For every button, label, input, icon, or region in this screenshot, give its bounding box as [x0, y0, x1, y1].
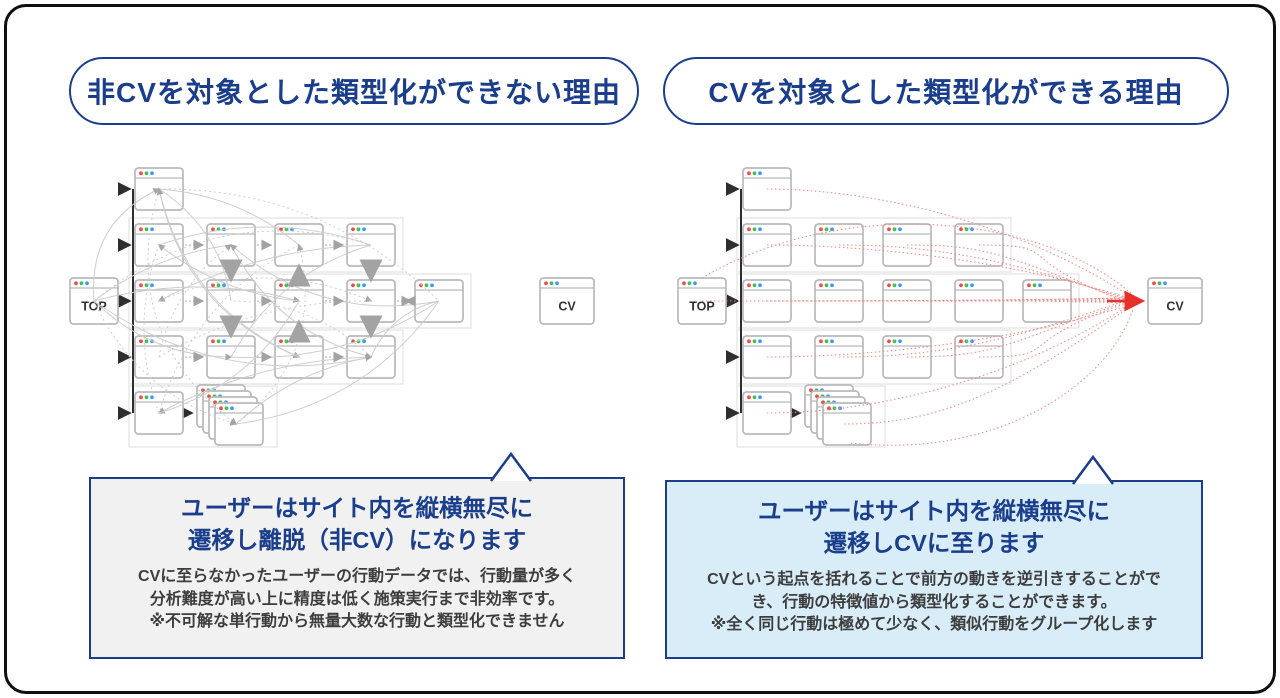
right-callout-pointer	[1071, 454, 1115, 485]
right-callout-heading: ユーザーはサイト内を縦横無尽に 遷移しCVに至ります	[757, 498, 1111, 557]
left-callout-box: ユーザーはサイト内を縦横無尽に 遷移し離脱（非CV）になります CVに至らなかっ…	[89, 451, 625, 659]
non-cv-flow-diagram: TOP CV	[69, 167, 595, 448]
left-title-pill: 非CVを対象とした類型化ができない理由	[69, 57, 639, 125]
svg-text:TOP: TOP	[689, 300, 714, 314]
right-title-pill: CVを対象とした類型化ができる理由	[663, 57, 1229, 125]
left-callout-pointer	[489, 451, 533, 482]
svg-text:CV: CV	[558, 300, 576, 314]
slide-border: 非CVを対象とした類型化ができない理由 CVを対象とした類型化ができる理由 TO…	[4, 4, 1276, 694]
left-callout-heading: ユーザーはサイト内を縦横無尽に 遷移し離脱（非CV）になります	[180, 495, 534, 554]
left-callout-body: CVに至らなかったユーザーの行動データでは、行動量が多く 分析難度が高い上に精度…	[138, 567, 576, 631]
right-callout-body: CVという起点を括れることで前方の動きを逆引きすることがで き、行動の特徴値から…	[707, 570, 1161, 634]
cv-flow-diagram: TOP CV	[677, 167, 1203, 448]
svg-text:TOP: TOP	[81, 300, 106, 314]
right-callout-box: ユーザーはサイト内を縦横無尽に 遷移しCVに至ります CVという起点を括れること…	[665, 454, 1203, 659]
left-title-text: 非CVを対象とした類型化ができない理由	[87, 77, 621, 108]
right-title-text: CVを対象とした類型化ができる理由	[708, 77, 1184, 108]
svg-text:CV: CV	[1166, 300, 1184, 314]
